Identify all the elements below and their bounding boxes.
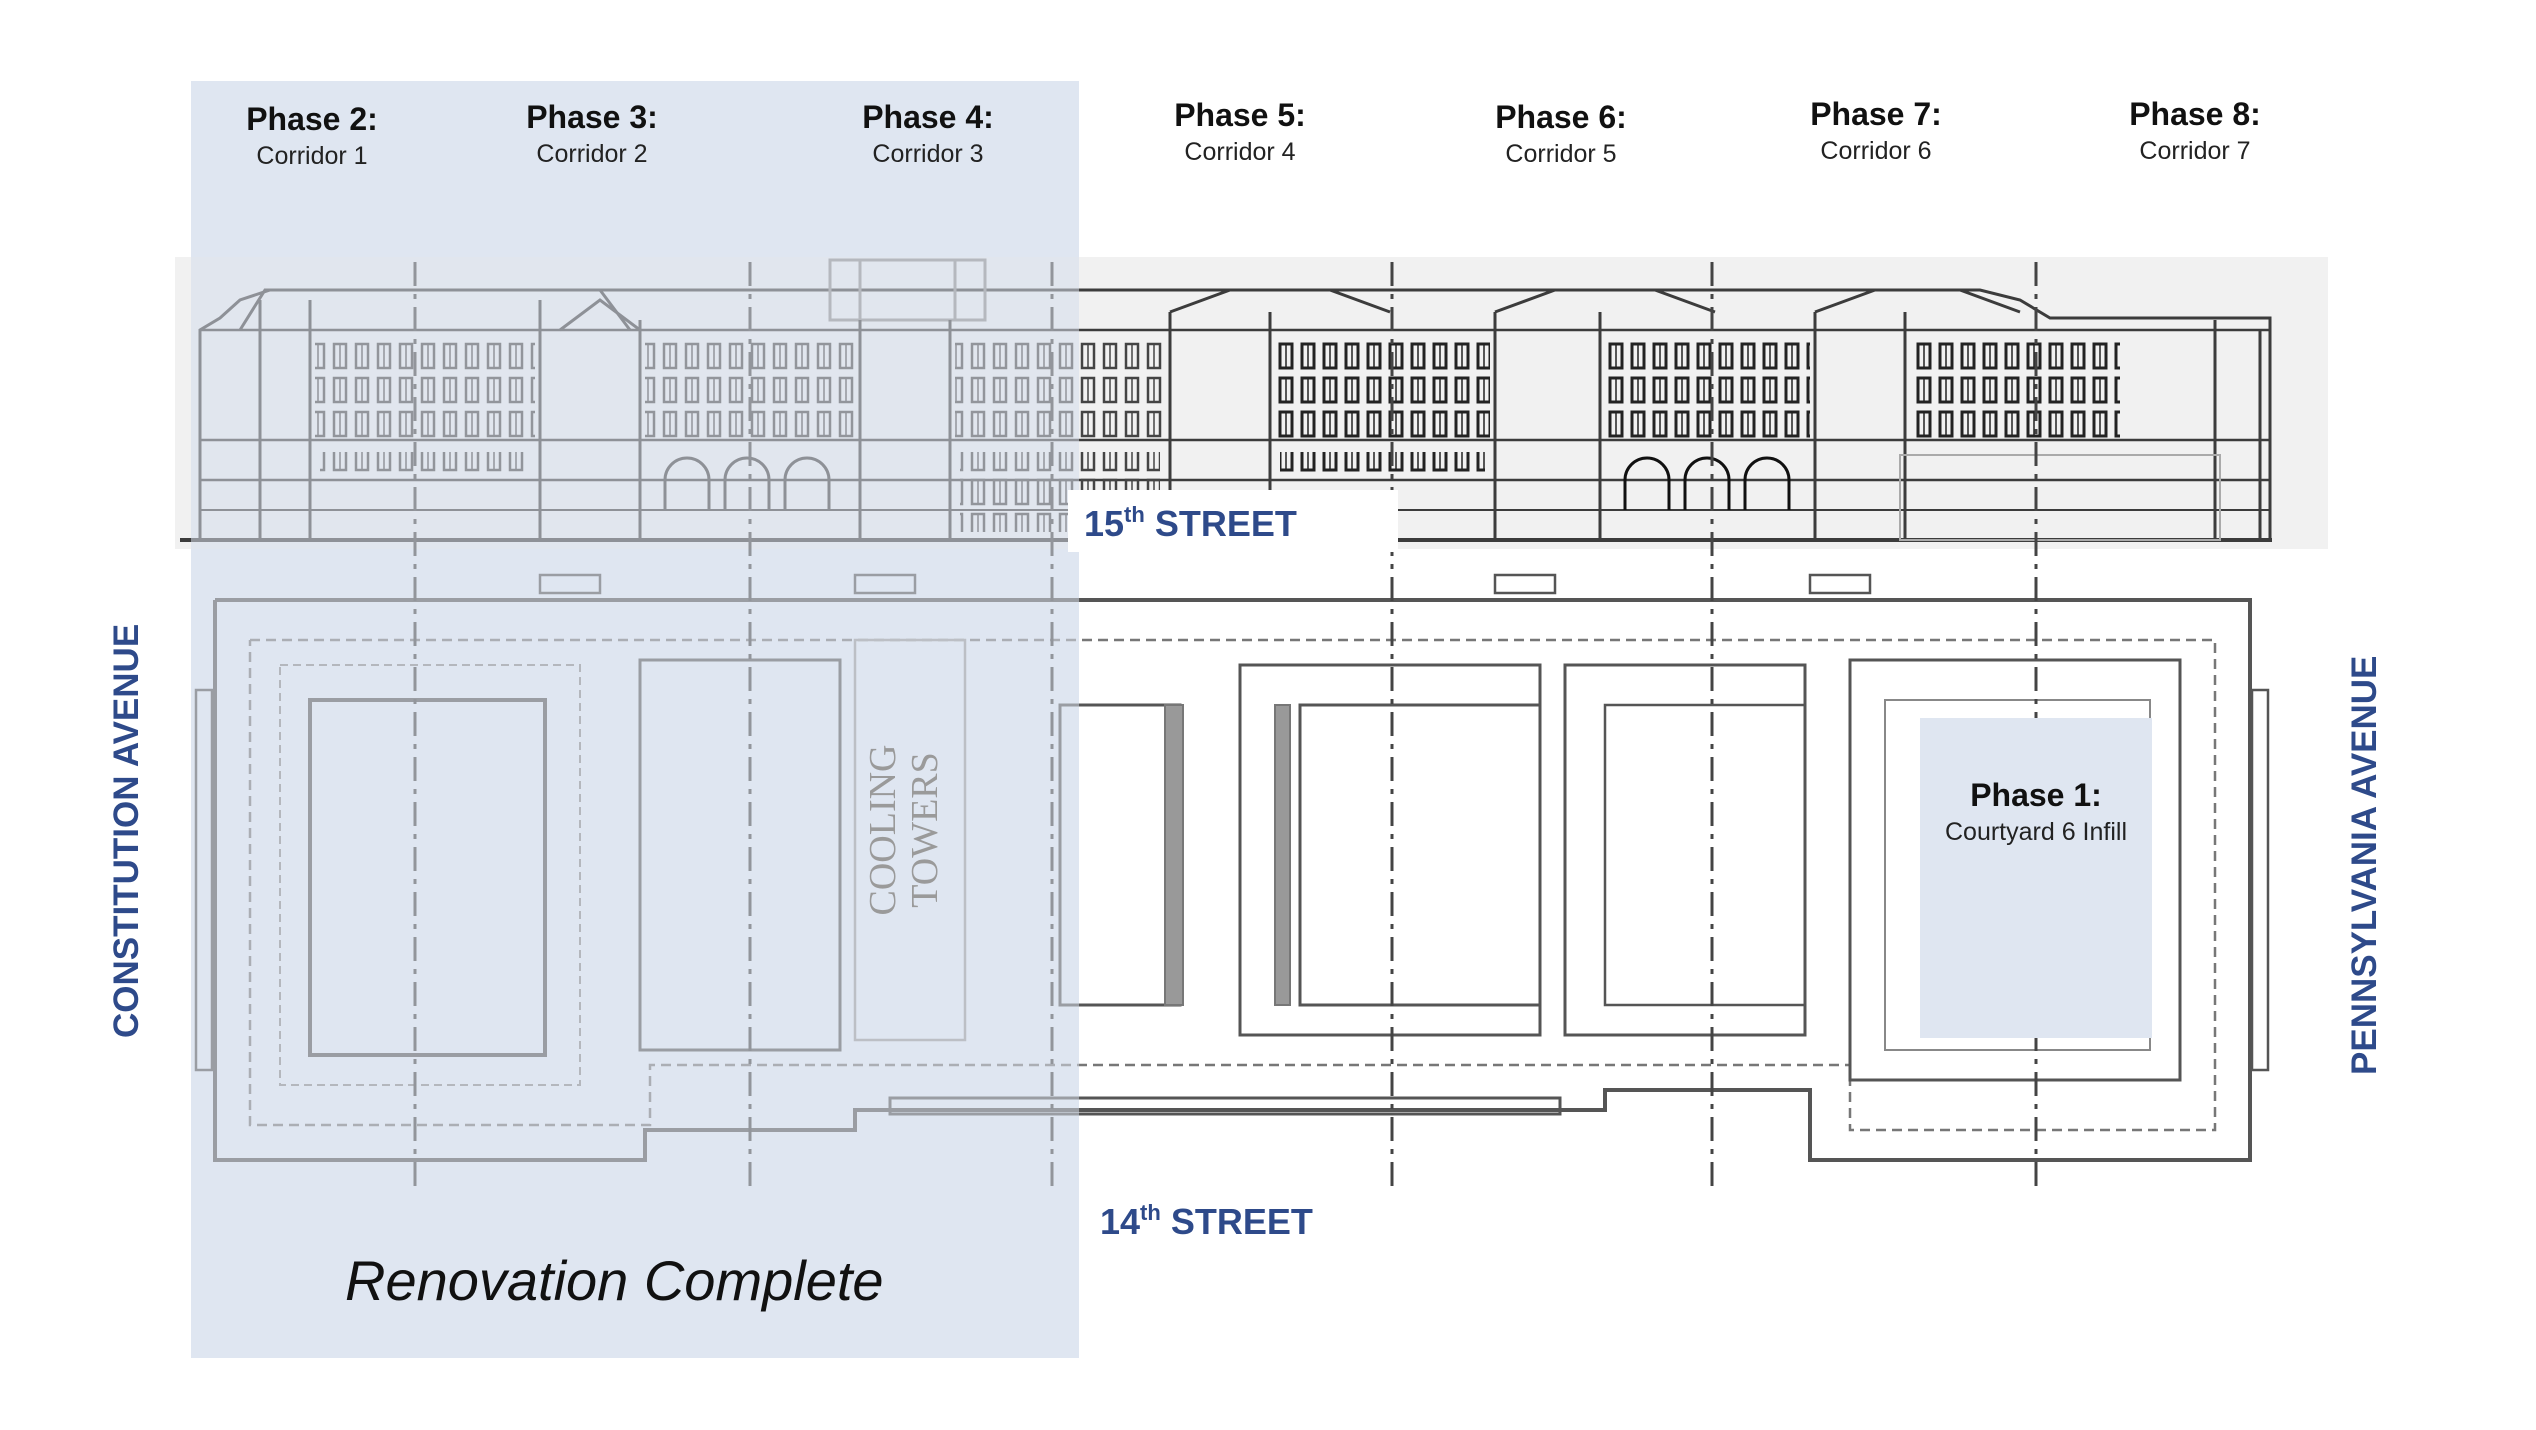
north-street-suffix: th [1124, 502, 1145, 527]
renovation-complete-label: Renovation Complete [345, 1249, 884, 1312]
phase-7-title: Phase 7: [1810, 96, 1942, 132]
phase-4-title: Phase 4: [862, 99, 994, 135]
phase-2-header: Phase 2: Corridor 1 [192, 99, 432, 173]
phase-8-subtitle: Corridor 7 [2139, 137, 2251, 165]
phase-6-subtitle: Corridor 5 [1505, 140, 1617, 168]
phase-5-subtitle: Corridor 4 [1184, 138, 1296, 166]
phase1-courtyard-box [1920, 718, 2152, 1038]
cooling-towers-label: COOLING TOWERS [862, 745, 946, 916]
phase-6-title: Phase 6: [1495, 99, 1627, 135]
east-avenue-label: PENNSYLVANIA AVENUE [2345, 655, 2384, 1075]
south-street-word: STREET [1170, 1201, 1313, 1242]
west-avenue-label: CONSTITUTION AVENUE [107, 623, 146, 1038]
phase-5-title: Phase 5: [1174, 97, 1306, 133]
phase-3-title: Phase 3: [526, 99, 658, 135]
phase-5-header: Phase 5: Corridor 4 [1120, 95, 1360, 169]
phase-3-header: Phase 3: Corridor 2 [472, 97, 712, 171]
phase-2-subtitle: Corridor 1 [256, 142, 368, 170]
cooling-towers-line1: COOLING [862, 745, 904, 916]
phase-6-header: Phase 6: Corridor 5 [1441, 97, 1681, 171]
south-street-suffix: th [1140, 1200, 1161, 1225]
phase-1-subtitle: Courtyard 6 Infill [1944, 818, 2128, 846]
north-street-label-box [1068, 490, 1398, 552]
north-street-label: 15th STREET [1084, 502, 1297, 545]
phase-7-header: Phase 7: Corridor 6 [1756, 94, 1996, 168]
phase-3-subtitle: Corridor 2 [536, 140, 648, 168]
north-street-word: STREET [1154, 503, 1297, 544]
phase-4-subtitle: Corridor 3 [872, 140, 984, 168]
phase-1-title: Phase 1: [1970, 777, 2102, 813]
phase-2-title: Phase 2: [246, 101, 378, 137]
phase-7-subtitle: Corridor 6 [1820, 137, 1932, 165]
south-street-number: 14 [1100, 1201, 1141, 1242]
phase-1-header: Phase 1: Courtyard 6 Infill [1916, 775, 2156, 849]
phase-8-title: Phase 8: [2129, 96, 2261, 132]
complete-fade-overlay [191, 257, 1079, 1207]
phase-4-header: Phase 4: Corridor 3 [808, 97, 1048, 171]
south-street-label: 14th STREET [1100, 1200, 1313, 1243]
phase-8-header: Phase 8: Corridor 7 [2075, 94, 2315, 168]
north-street-number: 15 [1084, 503, 1125, 544]
cooling-towers-line2: TOWERS [904, 752, 946, 908]
